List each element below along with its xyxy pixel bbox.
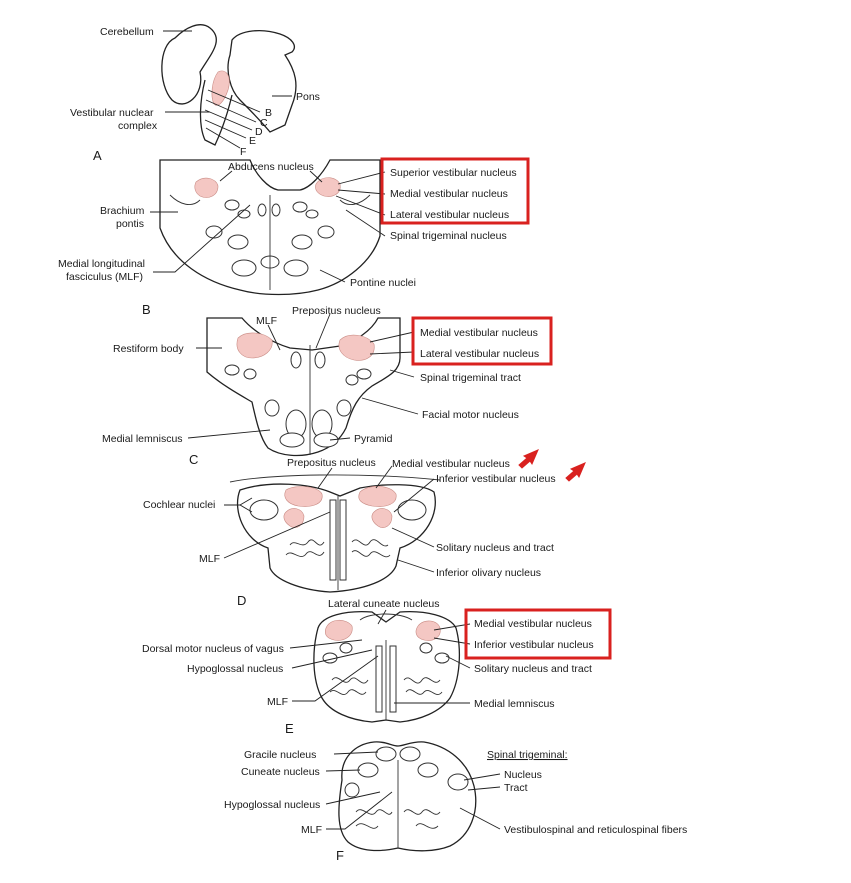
label-level-b: B bbox=[265, 107, 272, 119]
label-brachium-1: Brachium bbox=[100, 205, 145, 217]
label-medial-vestibular-b: Medial vestibular nucleus bbox=[390, 188, 508, 200]
panel-e: Lateral cuneate nucleus Dorsal motor nuc… bbox=[142, 598, 612, 736]
cerebellum-outline bbox=[161, 24, 217, 105]
label-level-e: E bbox=[249, 135, 256, 147]
medial-vestibular-d-right bbox=[358, 485, 397, 507]
highlight-box-c bbox=[411, 316, 553, 366]
label-cuneate: Cuneate nucleus bbox=[241, 766, 320, 778]
label-vestibulospinal: Vestibulospinal and reticulospinal fiber… bbox=[504, 824, 687, 836]
label-lateral-vestibular-c: Lateral vestibular nucleus bbox=[420, 348, 539, 360]
label-inferior-olivary: Inferior olivary nucleus bbox=[436, 567, 541, 579]
label-lateral-cuneate: Lateral cuneate nucleus bbox=[328, 598, 440, 610]
label-prepositus-c: Prepositus nucleus bbox=[292, 305, 381, 317]
label-medial-vestibular-d: Medial vestibular nucleus bbox=[392, 458, 510, 470]
label-solitary-e: Solitary nucleus and tract bbox=[474, 663, 592, 675]
medulla-e-outline bbox=[313, 610, 460, 723]
panel-letter-f: F bbox=[336, 848, 344, 863]
label-abducens: Abducens nucleus bbox=[228, 161, 314, 173]
label-pontine: Pontine nuclei bbox=[350, 277, 416, 289]
superior-vestibular-right bbox=[315, 177, 341, 197]
label-mlf-f: MLF bbox=[301, 824, 322, 836]
label-prepositus-d: Prepositus nucleus bbox=[287, 457, 376, 469]
label-pons: Pons bbox=[296, 91, 320, 103]
inferior-vestibular-d-right bbox=[371, 508, 393, 528]
label-hypoglossal-e: Hypoglossal nucleus bbox=[187, 663, 283, 675]
label-inferior-vestibular-e: Inferior vestibular nucleus bbox=[474, 639, 594, 651]
inferior-vestibular-d-left bbox=[283, 508, 305, 528]
label-mlf-d: MLF bbox=[199, 553, 220, 565]
label-medial-lemniscus-e: Medial lemniscus bbox=[474, 698, 555, 710]
label-level-c: C bbox=[260, 117, 268, 129]
label-hypoglossal-f: Hypoglossal nucleus bbox=[224, 799, 320, 811]
label-dorsal-motor-vagus: Dorsal motor nucleus of vagus bbox=[142, 643, 284, 655]
label-level-d: D bbox=[255, 126, 263, 138]
label-gracile: Gracile nucleus bbox=[244, 749, 316, 761]
red-arrow-medial-vestibular bbox=[518, 449, 539, 469]
label-cerebellum: Cerebellum bbox=[100, 26, 154, 38]
label-inferior-vestibular-d: Inferior vestibular nucleus bbox=[436, 473, 556, 485]
label-spinal-trigeminal-tract: Spinal trigeminal tract bbox=[420, 372, 521, 384]
highlight-box-e bbox=[464, 608, 612, 660]
label-solitary-d: Solitary nucleus and tract bbox=[436, 542, 554, 554]
label-lateral-vestibular-b: Lateral vestibular nucleus bbox=[390, 209, 509, 221]
vestibular-complex-shape bbox=[211, 70, 230, 106]
label-mlf-1: Medial longitudinal bbox=[58, 258, 145, 270]
medulla-d-outline bbox=[236, 483, 436, 593]
label-restiform: Restiform body bbox=[113, 343, 184, 355]
lateral-cuneate-right bbox=[415, 620, 441, 641]
label-vestibular-complex-1: Vestibular nuclear bbox=[70, 107, 154, 119]
medial-vestibular-c-right bbox=[338, 334, 375, 361]
label-level-f: F bbox=[240, 146, 246, 158]
medial-vestibular-d-left bbox=[284, 486, 323, 507]
label-mlf-e: MLF bbox=[267, 696, 288, 708]
panel-letter-c: C bbox=[189, 452, 198, 467]
medulla-outline bbox=[199, 79, 233, 146]
label-superior-vestibular: Superior vestibular nucleus bbox=[390, 167, 517, 179]
panel-letter-d: D bbox=[237, 593, 246, 608]
label-medial-lemniscus-c: Medial lemniscus bbox=[102, 433, 183, 445]
floor-fourth-ventricle bbox=[229, 474, 441, 483]
panel-letter-a: A bbox=[93, 148, 102, 163]
pons-section-outline bbox=[159, 159, 381, 296]
label-spinal-trigeminal-nucleus: Spinal trigeminal nucleus bbox=[390, 230, 507, 242]
superior-vestibular-left bbox=[194, 177, 219, 198]
label-cochlear: Cochlear nuclei bbox=[143, 499, 215, 511]
label-trigeminal-nucleus: Nucleus bbox=[504, 769, 542, 781]
panel-letter-b: B bbox=[142, 302, 151, 317]
label-trigeminal-tract: Tract bbox=[504, 782, 528, 794]
label-medial-vestibular-e: Medial vestibular nucleus bbox=[474, 618, 592, 630]
panel-letter-e: E bbox=[285, 721, 294, 736]
panel-d: Prepositus nucleus Medial vestibular nuc… bbox=[143, 449, 586, 608]
label-medial-vestibular-c: Medial vestibular nucleus bbox=[420, 327, 538, 339]
panel-a: Cerebellum Pons Vestibular nuclear compl… bbox=[70, 24, 320, 163]
label-facial-motor: Facial motor nucleus bbox=[422, 409, 519, 421]
label-mlf-2: fasciculus (MLF) bbox=[66, 271, 143, 283]
label-vestibular-complex-2: complex bbox=[118, 120, 158, 132]
medulla-f-outline bbox=[338, 741, 477, 852]
pons-outline bbox=[227, 29, 297, 133]
panel-b: Abducens nucleus Brachium pontis Medial … bbox=[58, 157, 530, 317]
highlight-box-b bbox=[380, 157, 530, 225]
medial-vestibular-c-left bbox=[236, 332, 273, 359]
label-spinal-trigeminal-header: Spinal trigeminal: bbox=[487, 749, 568, 761]
panel-c: Prepositus nucleus MLF Restiform body Me… bbox=[102, 305, 553, 467]
label-brachium-2: pontis bbox=[116, 218, 144, 230]
panel-f: Gracile nucleus Cuneate nucleus Hypoglos… bbox=[224, 741, 687, 863]
lateral-cuneate-left bbox=[324, 619, 353, 641]
red-arrow-inferior-vestibular bbox=[565, 462, 586, 482]
label-pyramid: Pyramid bbox=[354, 433, 393, 445]
label-mlf-c: MLF bbox=[256, 315, 277, 327]
